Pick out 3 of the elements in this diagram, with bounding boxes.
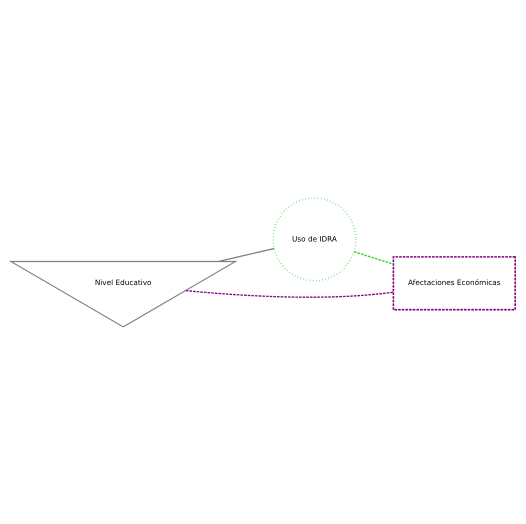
connector — [354, 250, 394, 264]
connector — [218, 247, 274, 262]
connector — [186, 289, 394, 298]
